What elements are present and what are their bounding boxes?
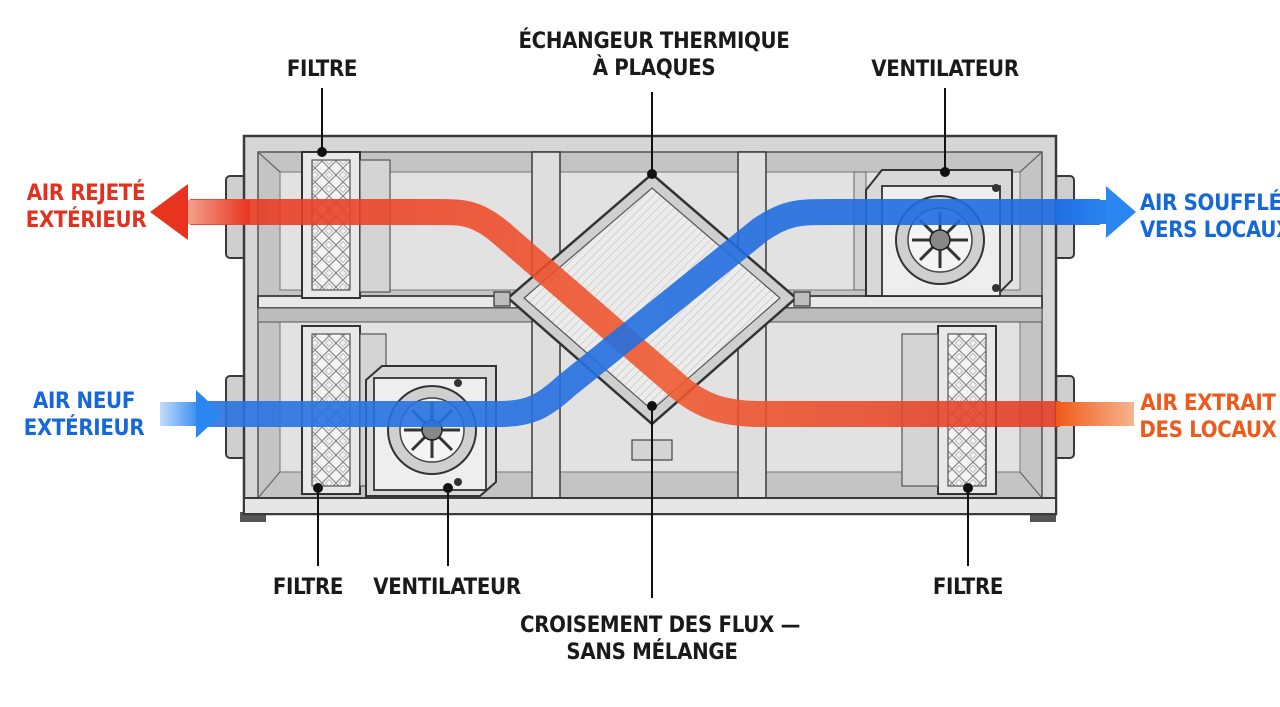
arrow-icon — [1056, 186, 1136, 238]
label-exhaust-air: AIR REJETÉ EXTÉRIEUR — [18, 180, 154, 234]
arrow-icon — [160, 390, 222, 438]
label-filter-top-left: FILTRE — [286, 57, 358, 82]
label-exchanger-line1: ÉCHANGEUR THERMIQUE — [518, 29, 790, 54]
label-exchanger-line2: À PLAQUES — [592, 56, 716, 81]
label-supply-air-line2: VERS LOCAUX — [1140, 218, 1280, 243]
label-exhaust-air-line2: EXTÉRIEUR — [25, 208, 147, 233]
fan-icon — [865, 169, 1013, 297]
label-extract-air-line2: DES LOCAUX — [1139, 418, 1277, 443]
label-crossing-line2: SANS MÉLANGE — [566, 640, 738, 665]
label-supply-air: AIR SOUFFLÉ VERS LOCAUX — [1140, 190, 1280, 244]
label-crossing: CROISEMENT DES FLUX — SANS MÉLANGE — [520, 612, 801, 666]
label-fresh-air: AIR NEUF EXTÉRIEUR — [16, 388, 152, 442]
label-fresh-air-line2: EXTÉRIEUR — [23, 416, 145, 441]
label-extract-air-line1: AIR EXTRAIT — [1140, 391, 1276, 416]
label-exhaust-air-line1: AIR REJETÉ — [26, 181, 146, 206]
label-extract-air: AIR EXTRAIT DES LOCAUX — [1138, 390, 1278, 444]
label-filter-bottom-left: FILTRE — [272, 575, 344, 600]
leader-lines — [313, 88, 973, 598]
label-filter-bottom-right: FILTRE — [932, 575, 1004, 600]
arrow-icon — [150, 184, 250, 240]
fan-icon — [365, 365, 497, 497]
arrow-icon — [1056, 402, 1134, 426]
label-fan-bottom-left: VENTILATEUR — [373, 575, 521, 600]
label-fan-top-right: VENTILATEUR — [871, 57, 1019, 82]
label-exchanger: ÉCHANGEUR THERMIQUE À PLAQUES — [512, 28, 796, 82]
label-supply-air-line1: AIR SOUFFLÉ — [1140, 191, 1280, 216]
label-fresh-air-line1: AIR NEUF — [32, 389, 136, 414]
cold-air-flow — [200, 199, 1100, 427]
warm-air-flow — [190, 199, 1060, 427]
label-crossing-line1: CROISEMENT DES FLUX — — [520, 613, 801, 638]
